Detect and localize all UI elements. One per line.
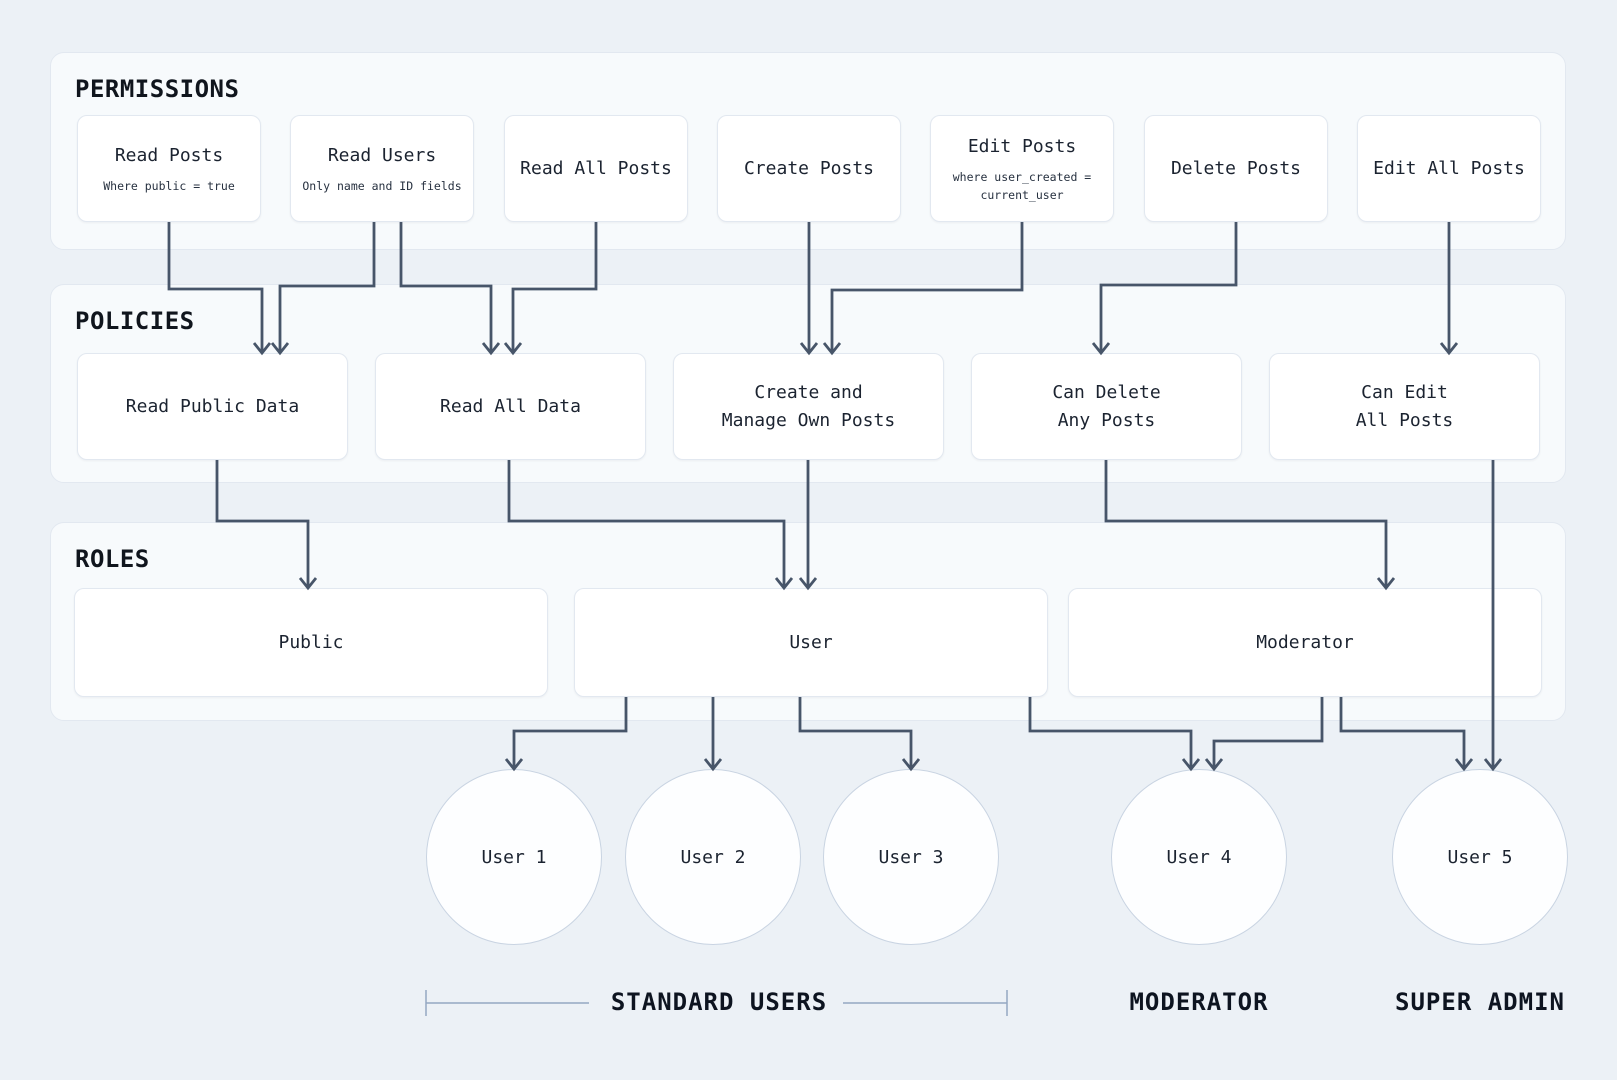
policy-node-read-all-data: Read All Data: [375, 353, 646, 460]
role-node-user: User: [574, 588, 1048, 697]
roles-panel-title: ROLES: [75, 545, 150, 573]
user-circle-1: User 1: [426, 769, 602, 945]
role-label: User: [789, 631, 833, 653]
permission-node-read-all-posts: Read All Posts: [504, 115, 688, 222]
permissions-panel-title: PERMISSIONS: [75, 75, 240, 103]
user-label: User 1: [481, 846, 547, 868]
role-node-public: Public: [74, 588, 548, 697]
user-circle-4: User 4: [1111, 769, 1287, 945]
permission-label: Delete Posts: [1170, 157, 1302, 179]
policies-panel-title: POLICIES: [75, 307, 195, 335]
policy-label-line-1: Create and: [754, 381, 863, 403]
policy-label-line-1: Can Edit: [1361, 381, 1448, 403]
group-label-super-admin: SUPER ADMIN: [1395, 988, 1565, 1016]
group-label-moderator: MODERATOR: [1129, 988, 1269, 1016]
permission-node-read-posts: Read Posts Where public = true: [77, 115, 261, 222]
role-label: Moderator: [1256, 631, 1354, 653]
policy-node-can-delete-any-posts: Can Delete Any Posts: [971, 353, 1242, 460]
user-circle-3: User 3: [823, 769, 999, 945]
policy-label-line-2: Manage Own Posts: [721, 409, 896, 431]
permission-label: Read Users: [327, 144, 437, 166]
user-circle-2: User 2: [625, 769, 801, 945]
permission-label: Create Posts: [743, 157, 875, 179]
policy-label-line-2: Any Posts: [1057, 409, 1156, 431]
user-label: User 4: [1166, 846, 1232, 868]
user-label: User 3: [878, 846, 944, 868]
policy-label: Read All Data: [440, 395, 581, 417]
permission-label: Read All Posts: [520, 157, 672, 179]
policy-label-line-2: All Posts: [1355, 409, 1454, 431]
policy-node-create-manage-own-posts: Create and Manage Own Posts: [673, 353, 944, 460]
permission-sublabel: where user_created = current_user: [952, 170, 1092, 202]
role-label: Public: [278, 631, 344, 653]
permission-label: Edit All Posts: [1373, 157, 1525, 179]
user-label: User 5: [1447, 846, 1513, 868]
role-node-moderator: Moderator: [1068, 588, 1542, 697]
permission-label: Read Posts: [114, 144, 224, 166]
user-circle-5: User 5: [1392, 769, 1568, 945]
policy-label-line-1: Can Delete: [1052, 381, 1161, 403]
permission-sublabel: Only name and ID fields: [302, 178, 462, 193]
permission-label: Edit Posts: [967, 136, 1077, 158]
permission-node-delete-posts: Delete Posts: [1144, 115, 1328, 222]
permission-node-create-posts: Create Posts: [717, 115, 901, 222]
permission-node-read-users: Read Users Only name and ID fields: [290, 115, 474, 222]
user-label: User 2: [680, 846, 746, 868]
policy-label: Read Public Data: [125, 395, 300, 417]
permission-sublabel: Where public = true: [103, 178, 235, 193]
permission-node-edit-posts: Edit Posts where user_created = current_…: [930, 115, 1114, 222]
group-label-standard-users: STANDARD USERS: [610, 988, 828, 1016]
permission-node-edit-all-posts: Edit All Posts: [1357, 115, 1541, 222]
policy-node-can-edit-all-posts: Can Edit All Posts: [1269, 353, 1540, 460]
policy-node-read-public-data: Read Public Data: [77, 353, 348, 460]
